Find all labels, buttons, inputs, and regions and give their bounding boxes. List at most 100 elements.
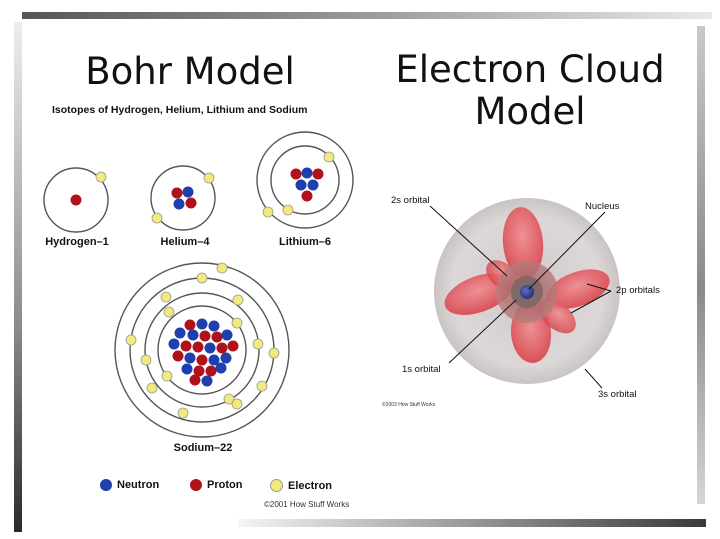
helium-orbit	[150, 165, 216, 231]
proton	[189, 374, 201, 386]
legend-neutron: Neutron	[100, 479, 159, 491]
electron	[262, 206, 274, 218]
proton	[172, 350, 184, 362]
sodium-orbit-1	[157, 305, 247, 395]
sodium-22-label: Sodium–22	[173, 442, 233, 454]
proton	[192, 341, 204, 353]
electron-cloud-diagram	[429, 198, 620, 389]
electron	[196, 272, 208, 284]
hydrogen-1-atom	[43, 167, 109, 233]
sodium-orbit-4	[114, 262, 290, 438]
2p-lobe-right	[546, 269, 610, 309]
sodium-electrons	[125, 262, 280, 419]
legend-proton: Proton	[190, 479, 242, 491]
neutron	[221, 329, 233, 341]
electron	[161, 370, 173, 382]
proton	[216, 342, 228, 354]
legend-neutron-label: Neutron	[117, 479, 160, 491]
bohr-copyright: ©2001 How Stuff Works	[264, 500, 350, 509]
electron	[146, 382, 158, 394]
neutron	[196, 318, 208, 330]
neutron	[182, 186, 194, 198]
electron	[216, 262, 228, 274]
sodium-22-atom	[114, 262, 290, 438]
electron-cloud-title-line1: Electron Cloud	[395, 48, 665, 91]
neutron	[208, 354, 220, 366]
neutron-swatch-icon	[100, 479, 112, 491]
proton	[185, 197, 197, 209]
electron	[125, 334, 137, 346]
cloud-copyright: ©2003 How Stuff Works	[382, 402, 436, 408]
legend-electron-label: Electron	[288, 479, 333, 492]
sodium-orbit-2	[144, 292, 260, 408]
neutron	[168, 338, 180, 350]
top-frame-bar	[22, 12, 712, 19]
neutron	[215, 362, 227, 374]
hydrogen-1-label: Hydrogen–1	[45, 236, 109, 248]
lithium-6-label: Lithium–6	[279, 236, 331, 248]
proton	[184, 319, 196, 331]
proton	[171, 187, 183, 199]
right-frame-bar	[697, 26, 705, 504]
electron	[163, 306, 175, 318]
electron-swatch-icon	[270, 479, 283, 492]
leader-nucleus	[528, 211, 606, 290]
neutron	[184, 352, 196, 364]
left-frame-bar	[14, 22, 22, 532]
bohr-model-title: Bohr Model	[85, 50, 295, 93]
hydrogen-orbit	[43, 167, 109, 233]
neutron	[301, 167, 313, 179]
electron	[268, 347, 280, 359]
electron	[282, 204, 294, 216]
bottom-frame-bar	[238, 519, 706, 527]
electron	[223, 393, 235, 405]
label-2p-orbitals: 2p orbitals	[616, 285, 660, 296]
neutron	[181, 363, 193, 375]
label-1s-orbital: 1s orbital	[402, 364, 441, 375]
proton	[211, 331, 223, 343]
electron	[140, 354, 152, 366]
nucleus-dot	[520, 285, 534, 299]
proton	[193, 365, 205, 377]
neutron	[307, 179, 319, 191]
lithium-inner-orbit	[270, 145, 340, 215]
proton	[312, 168, 324, 180]
2p-lobe-top	[502, 207, 544, 279]
electron	[323, 151, 335, 163]
legend-proton-label: Proton	[207, 479, 243, 491]
neutron	[295, 179, 307, 191]
proton	[180, 340, 192, 352]
electron-cloud-title-line2: Model	[474, 90, 586, 133]
neutron	[187, 329, 199, 341]
proton	[196, 354, 208, 366]
leader-1s	[448, 299, 517, 364]
leader-2s	[429, 205, 508, 277]
leader-2p-a	[586, 283, 612, 292]
electron	[177, 407, 189, 419]
electron	[252, 338, 264, 350]
legend-electron: Electron	[270, 479, 332, 492]
electron	[231, 398, 243, 410]
electron	[160, 291, 172, 303]
electron	[232, 294, 244, 306]
label-3s-orbital: 3s orbital	[598, 389, 637, 400]
electron	[95, 171, 107, 183]
electron	[203, 172, 215, 184]
neutron	[173, 198, 185, 210]
bohr-subtitle: Isotopes of Hydrogen, Helium, Lithium an…	[52, 104, 308, 116]
proton-swatch-icon	[190, 479, 202, 491]
leader-3s	[584, 368, 603, 389]
lithium-6-atom	[256, 131, 354, 229]
neutron	[201, 375, 213, 387]
helium-4-atom	[150, 165, 216, 231]
neutron	[174, 327, 186, 339]
label-2s-orbital: 2s orbital	[391, 195, 430, 206]
proton	[301, 190, 313, 202]
electron	[256, 380, 268, 392]
proton	[227, 340, 239, 352]
neutron	[204, 342, 216, 354]
helium-4-label: Helium–4	[160, 236, 210, 248]
electron	[151, 212, 163, 224]
neutron	[220, 352, 232, 364]
